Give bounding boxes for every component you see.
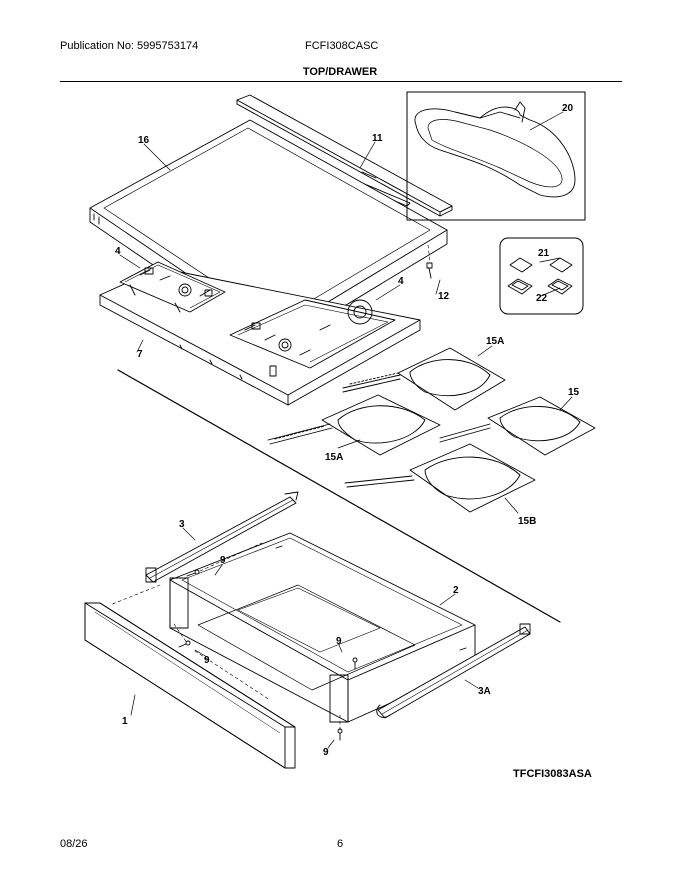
callout-11: 11: [372, 133, 383, 144]
part-15B-element[interactable]: [344, 443, 536, 513]
callout-2: 2: [453, 585, 459, 596]
leader-lines: [119, 111, 573, 749]
part-4-elements-left[interactable]: [119, 261, 226, 313]
callout-15: 15: [568, 387, 580, 398]
footer-date: 08/26: [60, 838, 88, 850]
callout-9-bottom: 9: [323, 747, 329, 758]
part-15A-element-upper[interactable]: [342, 347, 506, 411]
callout-1: 1: [122, 716, 128, 727]
callout-15B: 15B: [518, 516, 536, 527]
header-rule: [60, 81, 622, 82]
part-4-elements-right[interactable]: [229, 299, 396, 377]
section-title: TOP/DRAWER: [302, 66, 378, 78]
section-divider: [117, 369, 561, 623]
callout-12: 12: [438, 291, 450, 302]
publication-number: Publication No: 5995753174: [60, 40, 199, 52]
callout-4-right: 4: [398, 276, 404, 287]
callout-3A: 3A: [478, 686, 491, 697]
callout-7: 7: [137, 349, 143, 360]
callout-16: 16: [138, 135, 150, 146]
callout-3: 3: [179, 519, 185, 530]
part-9-screws[interactable]: [178, 569, 358, 741]
callout-9-left: 9: [204, 655, 210, 666]
part-21-22-inset: [499, 237, 584, 315]
callout-22: 22: [536, 293, 548, 304]
diagram-code: TFCFI3083ASA: [513, 768, 592, 780]
part-3A-drawer-slide-right[interactable]: [376, 623, 531, 719]
assembly-lines: [109, 244, 431, 731]
callout-15A-upper: 15A: [486, 336, 504, 347]
callout-9-mid: 9: [336, 636, 342, 647]
callout-4-left: 4: [115, 246, 121, 257]
part-1-drawer-front[interactable]: [84, 602, 296, 769]
page-number: 6: [337, 838, 344, 850]
callout-15A-lower: 15A: [325, 452, 343, 463]
part-12-screw[interactable]: [426, 262, 433, 279]
part-15-element[interactable]: [439, 396, 596, 456]
callout-21: 21: [538, 248, 550, 259]
part-15A-element-lower[interactable]: [267, 394, 441, 456]
callout-9-top: 9: [220, 555, 226, 566]
callout-20: 20: [562, 103, 574, 114]
part-20-inset: [406, 91, 586, 221]
model-number: FCFI308CASC: [305, 40, 379, 52]
part-3-drawer-slide-left[interactable]: [145, 491, 299, 583]
